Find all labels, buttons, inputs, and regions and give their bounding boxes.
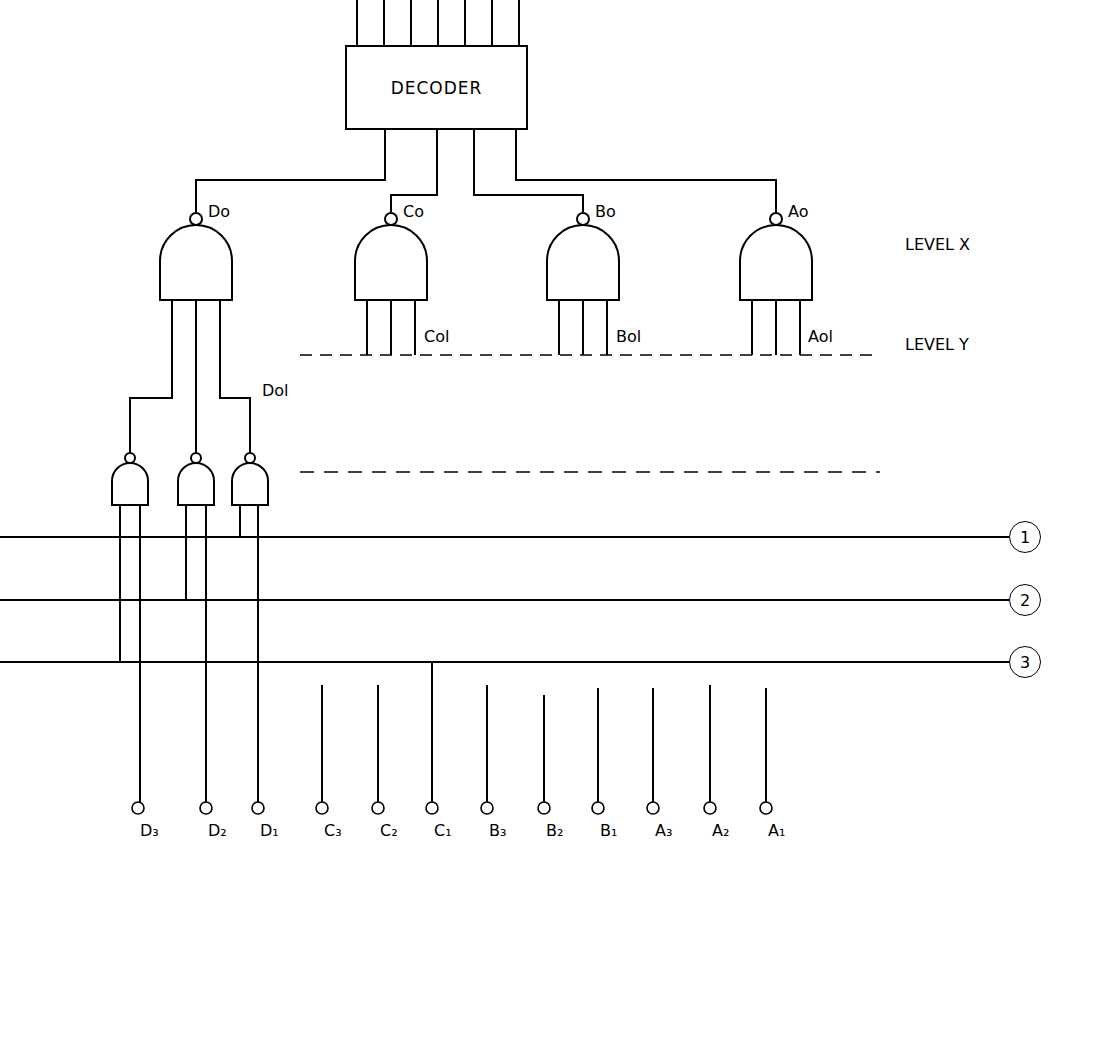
wire bbox=[220, 300, 250, 453]
signal-name: D₂ bbox=[208, 822, 227, 840]
nand-gate-shape bbox=[355, 212, 427, 300]
inversion-bubble bbox=[385, 213, 397, 225]
gate-output-name: Ao bbox=[788, 202, 808, 221]
bus-number-circle: 2 bbox=[1009, 584, 1041, 616]
signal-name: D₁ bbox=[260, 822, 279, 840]
decoder-input-lines bbox=[357, 0, 519, 45]
terminal-circle bbox=[538, 802, 550, 814]
signal-name: C₁ bbox=[434, 822, 452, 840]
gate-body bbox=[160, 225, 232, 300]
signal-name: C₂ bbox=[380, 822, 398, 840]
decoder-box: DECODER bbox=[345, 45, 528, 130]
nand-gate: Ao bbox=[740, 212, 812, 300]
level-label: LEVEL Y bbox=[905, 336, 969, 354]
gate-input-group-label: Col bbox=[424, 328, 449, 346]
block-label: DECODER bbox=[391, 78, 483, 98]
decoder-output-wire bbox=[196, 130, 385, 212]
bus-number-circle: 3 bbox=[1009, 646, 1041, 678]
terminal-circle bbox=[200, 802, 212, 814]
decoder-input-line bbox=[464, 0, 466, 45]
decoder-output-wire bbox=[516, 130, 776, 212]
terminal-circle bbox=[704, 802, 716, 814]
gate-input-group-label: Dol bbox=[262, 382, 289, 400]
gate-input-group-label: Aol bbox=[808, 328, 833, 346]
gate-input-lines bbox=[367, 300, 800, 355]
nand-gate: Co bbox=[355, 212, 427, 300]
dashed-continuation bbox=[300, 471, 880, 473]
terminal-circle bbox=[760, 802, 772, 814]
terminal-circle bbox=[252, 802, 264, 814]
callout-number: 3 bbox=[1020, 653, 1030, 672]
wire bbox=[130, 300, 172, 453]
terminal-circle bbox=[132, 802, 144, 814]
input-terminal bbox=[132, 802, 772, 814]
bus-number-circle: 1 bbox=[1009, 521, 1041, 553]
inversion-bubble bbox=[577, 213, 589, 225]
gate-output-name: Bo bbox=[595, 202, 616, 221]
nand-gate: Bo bbox=[547, 212, 619, 300]
signal-name: B₂ bbox=[546, 822, 563, 840]
inversion-bubble bbox=[770, 213, 782, 225]
terminal-circle bbox=[426, 802, 438, 814]
gate-body bbox=[547, 225, 619, 300]
decoder-input-line bbox=[410, 0, 412, 45]
terminal-circle bbox=[592, 802, 604, 814]
callout-number: 2 bbox=[1020, 591, 1030, 610]
gate-input-group-label: Bol bbox=[616, 328, 641, 346]
signal-name: A₃ bbox=[655, 822, 672, 840]
signal-name: B₁ bbox=[600, 822, 617, 840]
signal-name: C₃ bbox=[324, 822, 342, 840]
level-label: LEVEL X bbox=[905, 236, 970, 254]
callout-number: 1 bbox=[1020, 528, 1030, 547]
decoder-input-line bbox=[356, 0, 358, 45]
decoder-output-wire bbox=[474, 130, 583, 212]
terminal-stub bbox=[322, 662, 766, 802]
gate-output-name: Co bbox=[403, 202, 424, 221]
decoder-input-line bbox=[383, 0, 385, 45]
signal-name: B₃ bbox=[489, 822, 506, 840]
inversion-bubble bbox=[190, 213, 202, 225]
nand-gate-shape bbox=[547, 212, 619, 300]
nand-gate-shape bbox=[740, 212, 812, 300]
terminal-circle bbox=[647, 802, 659, 814]
nand-gate-shape bbox=[160, 212, 232, 300]
decoder-input-line bbox=[491, 0, 493, 45]
decoder-input-line bbox=[437, 0, 439, 45]
gate-output-name: Do bbox=[208, 202, 230, 221]
gate-body bbox=[355, 225, 427, 300]
signal-name: A₂ bbox=[712, 822, 729, 840]
terminal-circle bbox=[316, 802, 328, 814]
nand-gate-small bbox=[112, 453, 268, 505]
gate-input-wire bbox=[120, 505, 258, 802]
wire bbox=[195, 300, 197, 453]
nand-gate: Do bbox=[160, 212, 232, 300]
signal-name: D₃ bbox=[140, 822, 159, 840]
bus-line bbox=[0, 537, 1009, 662]
decoder-input-line bbox=[518, 0, 520, 45]
gate-body bbox=[740, 225, 812, 300]
level-y-dashed-line bbox=[300, 354, 880, 356]
terminal-circle bbox=[481, 802, 493, 814]
terminal-circle bbox=[372, 802, 384, 814]
signal-name: A₁ bbox=[768, 822, 785, 840]
decoder-output-wire bbox=[391, 130, 437, 212]
